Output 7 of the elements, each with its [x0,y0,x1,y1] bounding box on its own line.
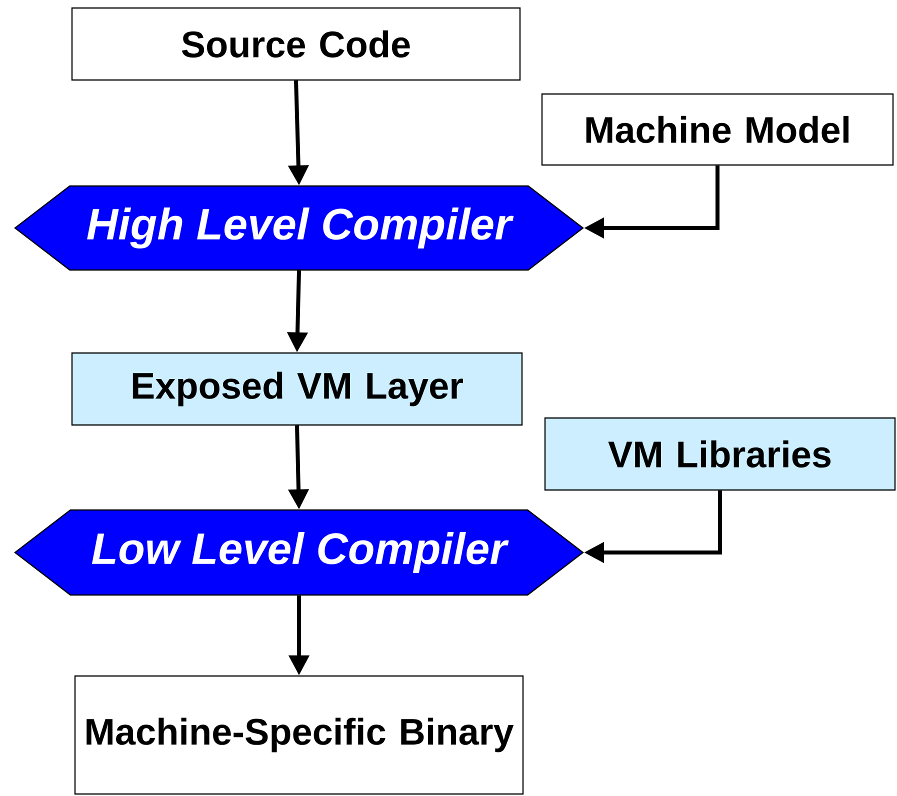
compiler-hexagon: Low Level Compiler [14,509,584,596]
compiler-hexagon: High Level Compiler [14,185,584,271]
process-box: Exposed VM Layer [71,352,523,426]
process-box: Machine-Specific Binary [74,675,524,795]
process-box: Source Code [71,7,521,81]
process-box: VM Libraries [544,417,896,491]
process-box: Machine Model [541,93,894,166]
